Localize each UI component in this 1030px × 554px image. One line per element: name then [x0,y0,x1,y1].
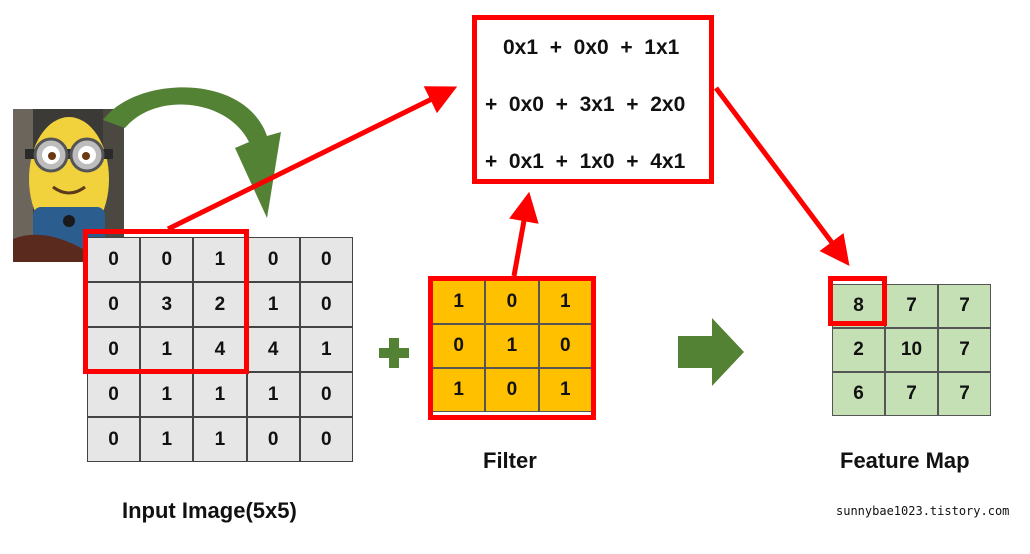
input-cell: 1 [246,372,300,417]
input-cell: 4 [193,327,247,372]
input-image-label: Input Image(5x5) [122,498,297,523]
input-cell: 1 [299,327,353,372]
filter-cell: 0 [485,280,539,324]
feature-map-grid: 8 7 7 2 10 7 6 7 7 [832,284,991,416]
filter-cell: 1 [432,368,486,412]
input-cell: 1 [246,282,300,327]
input-cell: 1 [140,372,194,417]
curved-arrow-icon [103,87,281,218]
filter-cell: 1 [485,324,539,368]
input-cell: 1 [193,417,247,462]
input-cell: 0 [246,237,300,282]
input-cell: 1 [193,237,247,282]
input-cell: 1 [193,372,247,417]
feature-cell: 8 [832,284,885,328]
input-cell: 2 [193,282,247,327]
input-cell: 0 [299,282,353,327]
filter-highlight [428,276,596,420]
arrow-filter-to-formula [509,191,539,277]
feature-cell: 10 [885,328,938,372]
credit-text: sunnybae1023.tistory.com [836,504,1010,518]
output-cell-highlight [828,276,887,326]
feature-cell: 7 [885,372,938,416]
filter-grid: 1 0 1 0 1 0 1 0 1 [432,280,592,412]
filter-cell: 1 [432,280,486,324]
formula-line-1: 0x1 + 0x0 + 1x1 [503,36,680,59]
receptive-field-highlight [83,229,249,374]
input-cell: 3 [140,282,194,327]
feature-map-label: Feature Map [840,448,970,473]
arrow-formula-to-output [714,86,850,266]
input-cell: 0 [299,417,353,462]
input-cell: 0 [299,237,353,282]
filter-label: Filter [483,448,537,473]
input-image-grid: 0 0 1 0 0 0 3 2 1 0 0 1 4 4 1 0 1 1 1 0 … [87,237,353,462]
feature-cell: 7 [885,284,938,328]
input-cell: 0 [87,237,141,282]
right-arrow-icon [678,318,744,386]
input-cell: 0 [246,417,300,462]
arrow-input-to-formula [166,86,458,232]
plus-icon [379,338,409,368]
input-cell: 0 [140,237,194,282]
feature-cell: 7 [938,284,991,328]
formula-line-3: + 0x1 + 1x0 + 4x1 [485,150,686,173]
feature-cell: 2 [832,328,885,372]
input-cell: 0 [87,417,141,462]
input-cell: 1 [140,417,194,462]
filter-cell: 1 [538,368,592,412]
input-cell: 1 [140,327,194,372]
formula-box: 0x1 + 0x0 + 1x1 + 0x0 + 3x1 + 2x0 + 0x1 … [472,15,714,184]
filter-cell: 0 [485,368,539,412]
feature-cell: 7 [938,328,991,372]
input-cell: 0 [299,372,353,417]
minion-photo [13,109,124,262]
feature-cell: 7 [938,372,991,416]
input-cell: 0 [87,282,141,327]
formula-line-2: + 0x0 + 3x1 + 2x0 [485,93,686,116]
filter-cell: 0 [432,324,486,368]
feature-cell: 6 [832,372,885,416]
